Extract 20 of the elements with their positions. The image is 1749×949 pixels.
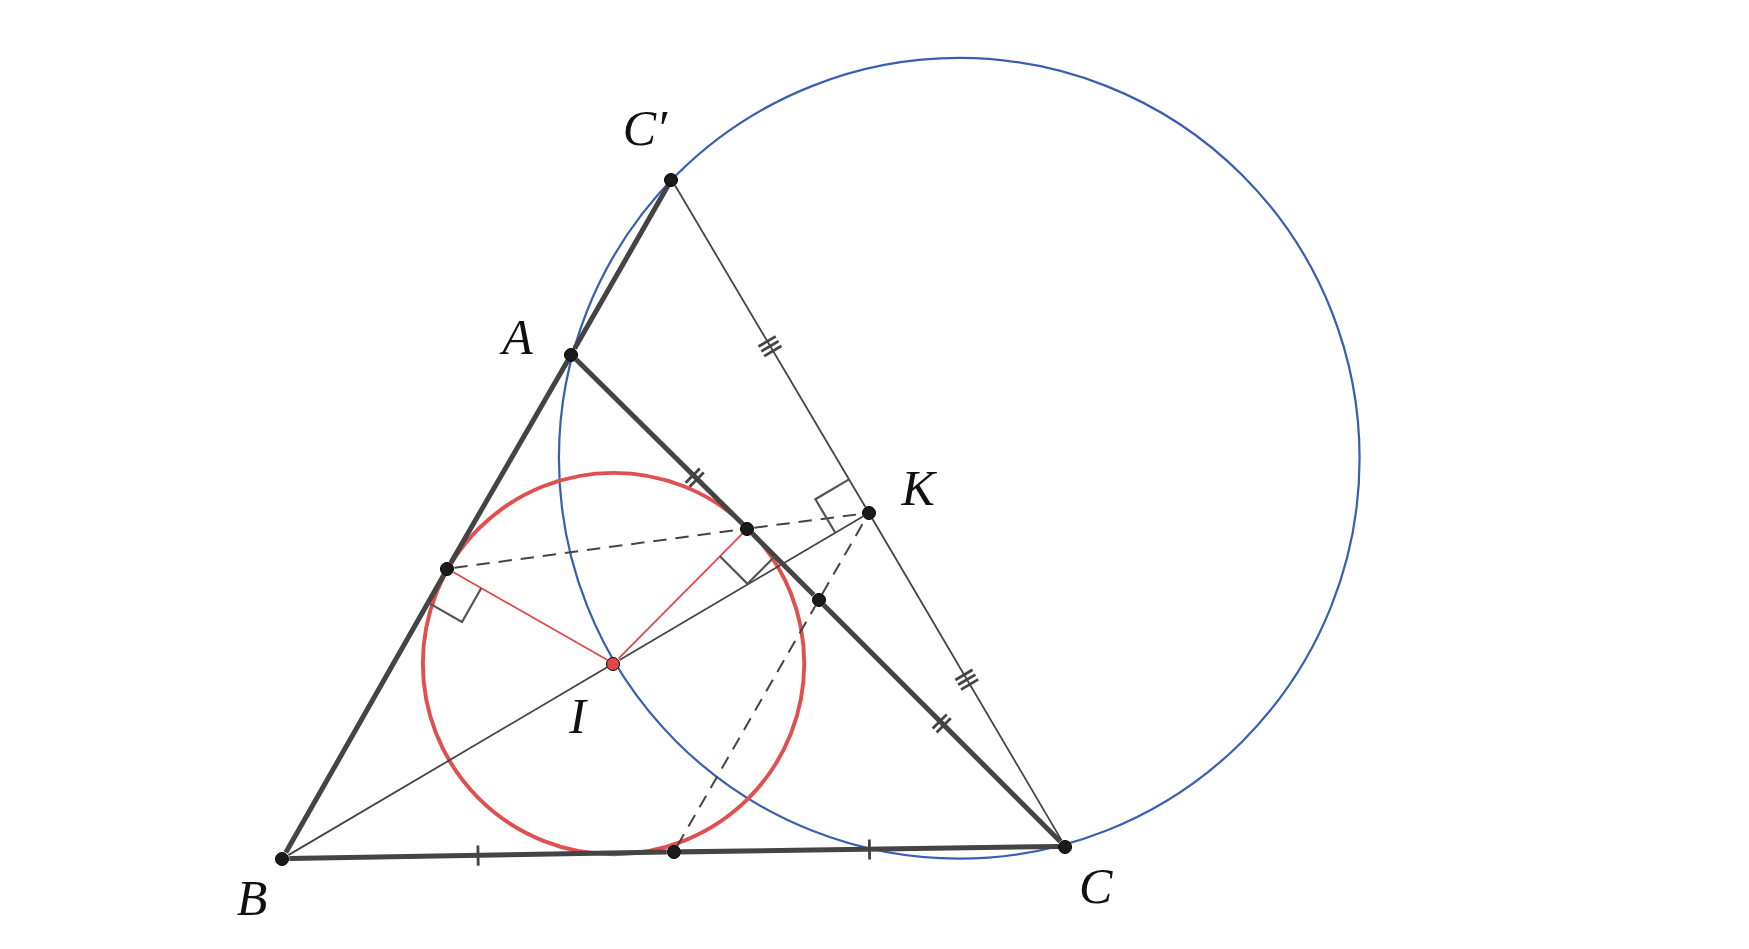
point-label: C′ xyxy=(622,102,667,153)
line-segment xyxy=(283,573,447,854)
line-segment xyxy=(680,844,1059,855)
line-segment xyxy=(574,357,745,526)
point-label: I xyxy=(569,691,586,742)
line-segment xyxy=(572,184,671,350)
point-label: B xyxy=(236,873,268,924)
line-segment xyxy=(821,603,1062,844)
line-segment xyxy=(452,571,609,661)
line-segment xyxy=(871,518,1063,842)
point-label: K xyxy=(901,462,935,513)
line-segment xyxy=(674,184,867,508)
line-segment xyxy=(676,605,817,847)
point-label: C xyxy=(1078,861,1113,911)
line-segment xyxy=(287,666,609,856)
line-segment xyxy=(289,849,667,862)
line-segment xyxy=(618,515,864,661)
line-segment xyxy=(750,531,816,597)
line-segment xyxy=(617,532,744,660)
line-segment xyxy=(448,359,570,564)
